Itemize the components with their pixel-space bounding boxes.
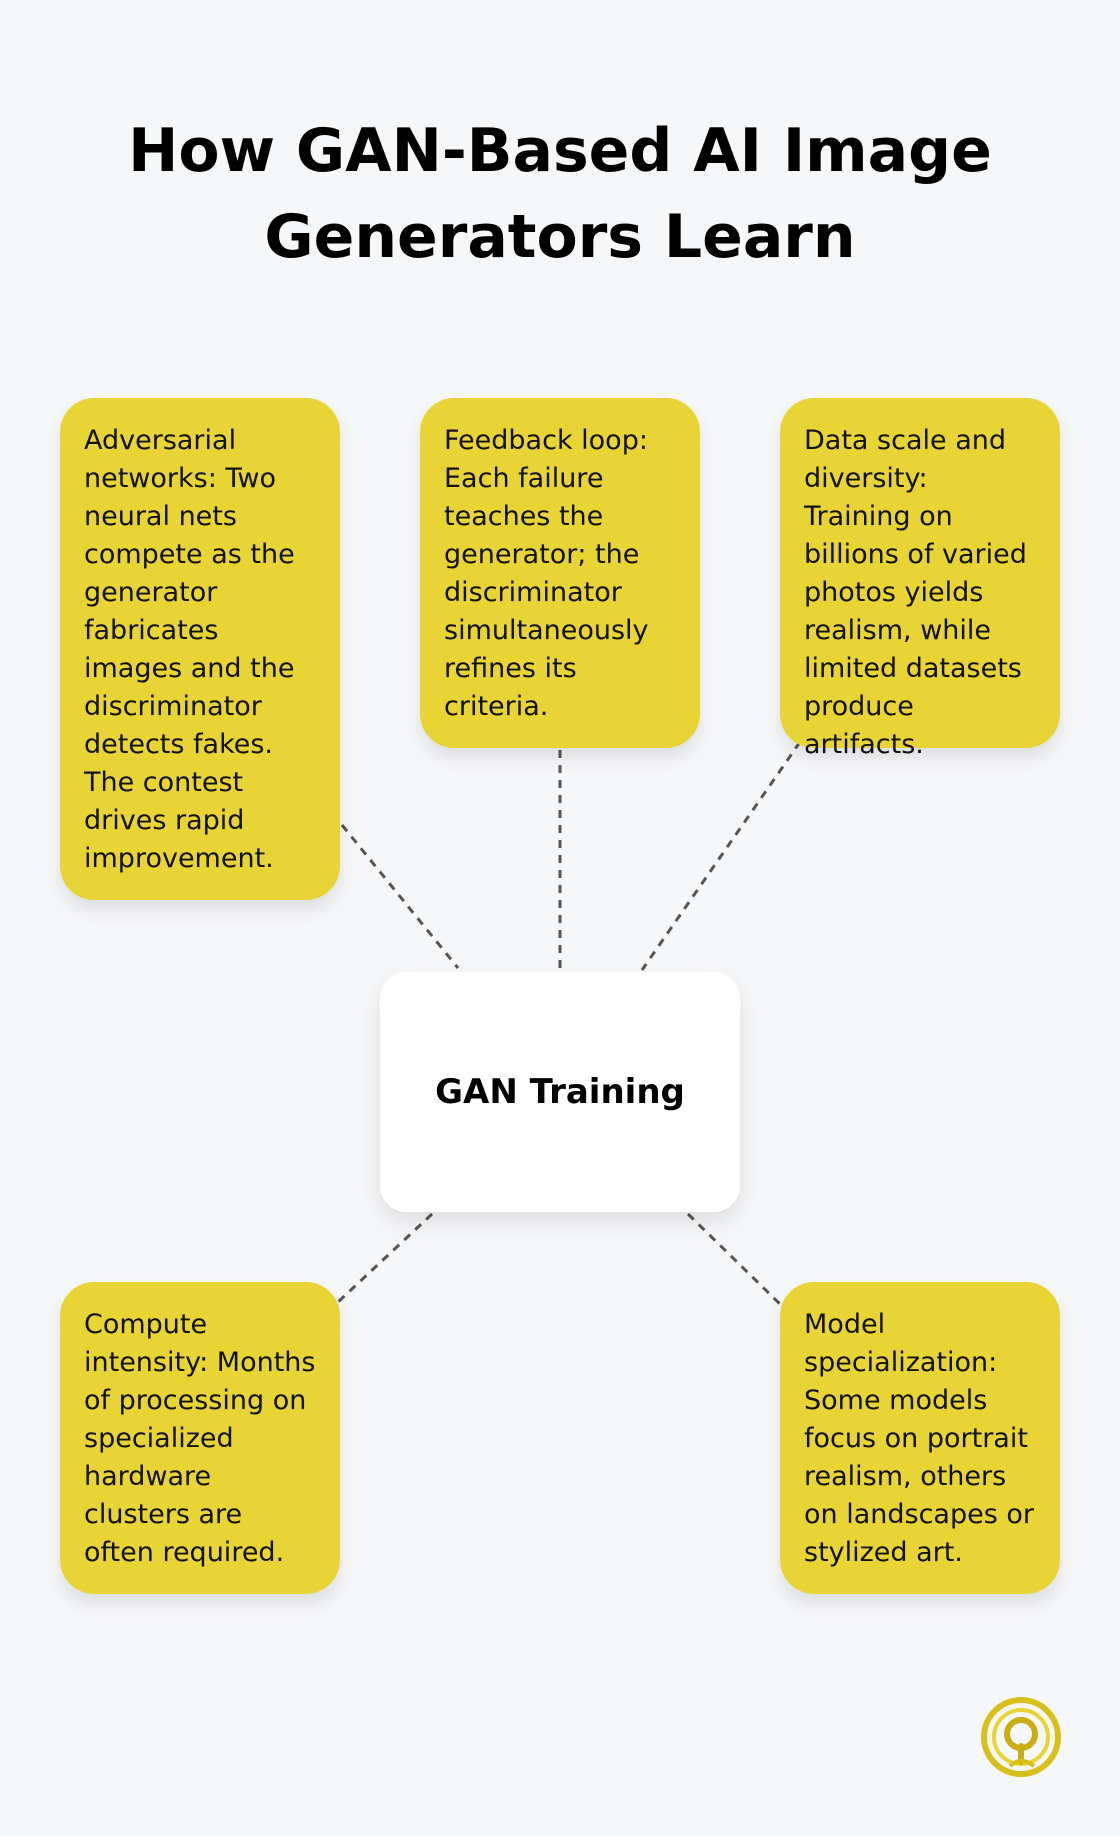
connector-line-3 [640, 741, 802, 971]
node-compute-intensity: Compute intensity: Months of processing … [60, 1282, 340, 1594]
node-data-scale-diversity: Data scale and diversity: Training on bi… [780, 398, 1060, 760]
node-model-specialization: Model specialization: Some models focus … [780, 1282, 1060, 1594]
center-node: GAN Training [380, 972, 740, 1212]
connector-line-5 [686, 1212, 784, 1308]
connector-line-4 [336, 1212, 434, 1304]
center-node-label: GAN Training [435, 1072, 685, 1112]
node-feedback-loop: Feedback loop: Each failure teaches the … [420, 398, 700, 748]
node-adversarial-networks: Adversarial networks: Two neural nets co… [60, 398, 340, 900]
diagram-title: How GAN-Based AI Image Generators Learn [128, 116, 992, 272]
circle-q-logo-icon [981, 1697, 1061, 1777]
connector-line-1 [340, 824, 460, 969]
